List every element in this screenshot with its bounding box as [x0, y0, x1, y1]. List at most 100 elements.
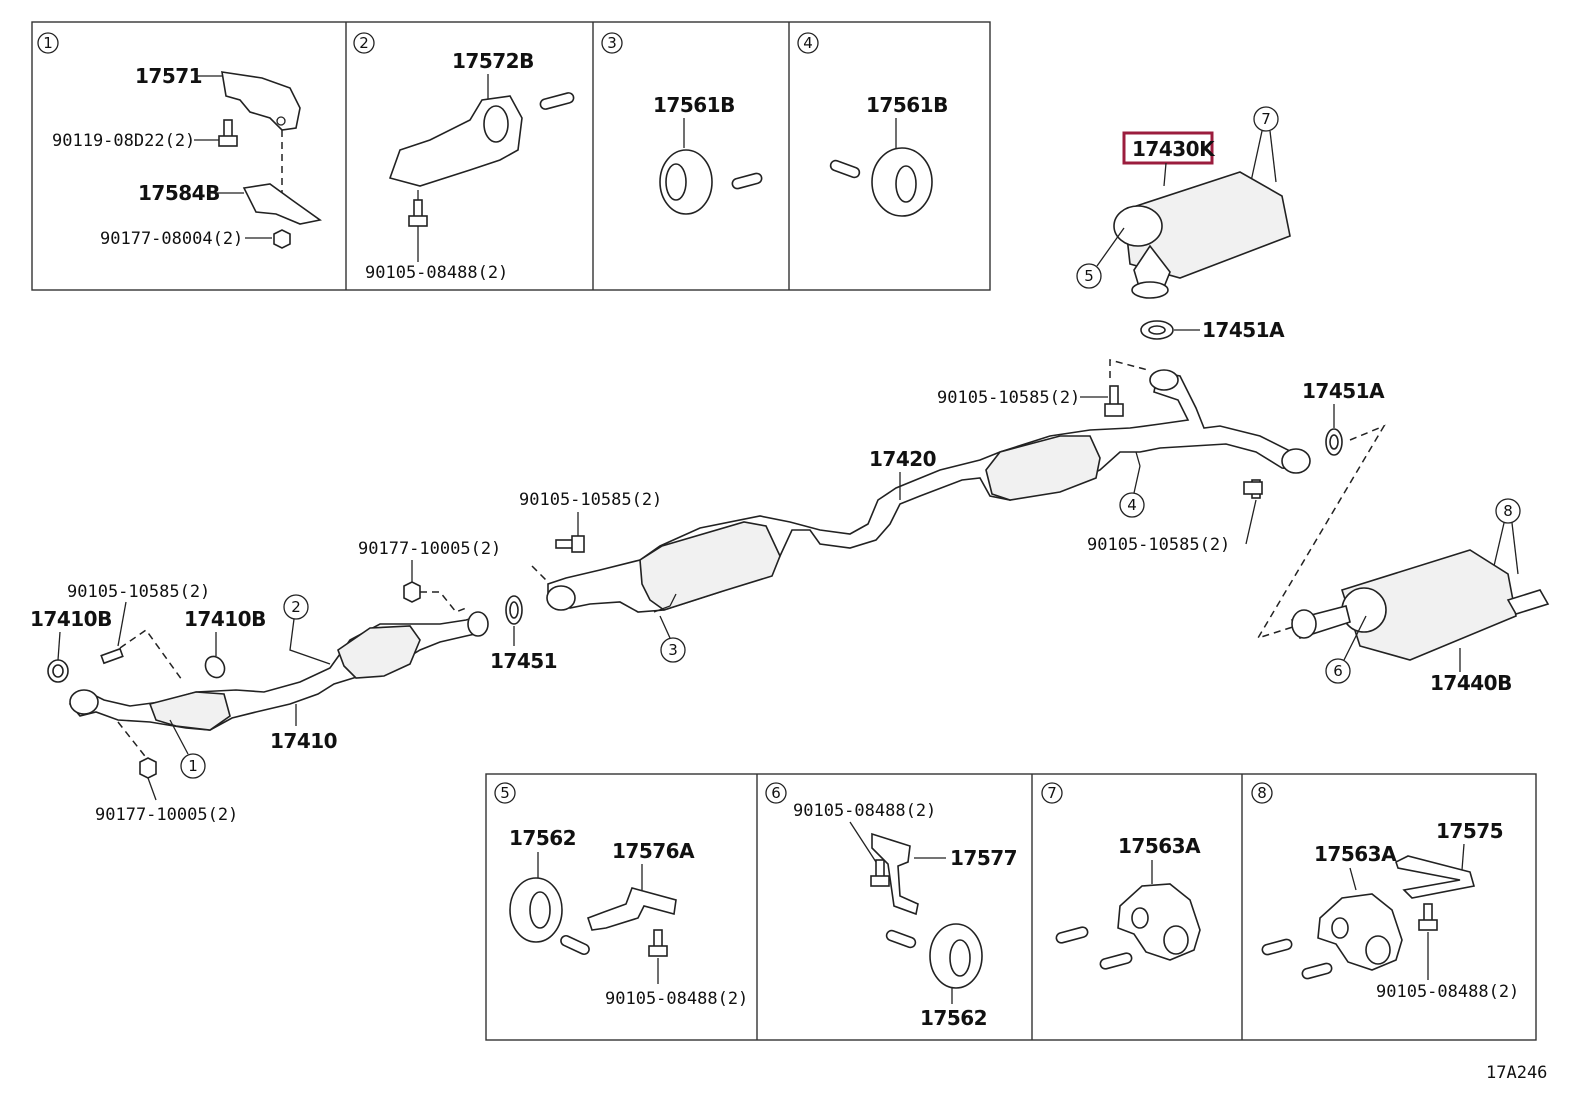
- rubber-hanger-hole: [895, 165, 917, 203]
- panel-4: 4 17561B: [797, 32, 948, 217]
- callout-badge: [1076, 263, 1102, 289]
- callout-number: 1: [188, 757, 198, 775]
- part-label[interactable]: 90105-10585(2): [67, 582, 210, 602]
- panel-2: 2 17572B 90105-08488(2): [353, 32, 575, 283]
- rubber-hanger-hole: [1331, 917, 1349, 939]
- part-label[interactable]: 90105-08488(2): [365, 263, 508, 283]
- bolt-head-icon: [218, 135, 238, 147]
- hanger-pin: [1099, 952, 1133, 970]
- hanger-pin: [731, 172, 763, 190]
- part-label[interactable]: 17576A: [612, 839, 696, 863]
- leader-line: [659, 615, 671, 639]
- leader-line: [1133, 465, 1141, 494]
- part-label[interactable]: 17410B: [184, 607, 266, 631]
- panel-number: 5: [500, 784, 510, 802]
- rubber-hanger-hole: [1131, 907, 1149, 929]
- nut-icon: [139, 757, 157, 779]
- callout-number: 8: [1503, 502, 1513, 520]
- part-label[interactable]: 17440B: [1430, 671, 1512, 695]
- leader-line: [1493, 522, 1505, 567]
- part-label[interactable]: 90119-08D22(2): [52, 131, 195, 151]
- part-label[interactable]: 17572B: [452, 49, 534, 73]
- rubber-hanger-block: [1117, 883, 1201, 961]
- part-label[interactable]: 17562: [920, 1006, 988, 1030]
- part-label-highlighted[interactable]: 17430K: [1132, 137, 1217, 161]
- muffler-end-cap: [1113, 205, 1163, 247]
- panel-row-bottom-frame: [485, 773, 1537, 1041]
- panel-number: 7: [1047, 784, 1057, 802]
- leader-line: [1349, 867, 1357, 891]
- bolt-icon: [1109, 385, 1119, 407]
- rubber-hanger-hole: [529, 891, 551, 929]
- front-catalyst: [337, 625, 421, 679]
- part-label[interactable]: 90105-10585(2): [519, 490, 662, 510]
- part-label[interactable]: 17584B: [138, 181, 220, 205]
- part-label[interactable]: 90177-08004(2): [100, 229, 243, 249]
- panel-7: 7 17563A: [1041, 782, 1202, 970]
- gasket-hole: [1148, 325, 1166, 335]
- pipe-flange: [546, 585, 576, 611]
- rubber-hanger-hole: [949, 939, 971, 977]
- part-label[interactable]: 17451A: [1302, 379, 1386, 403]
- part-label[interactable]: 90105-10585(2): [937, 388, 1080, 408]
- part-label[interactable]: 17563A: [1314, 842, 1398, 866]
- gasket-hole: [52, 664, 64, 678]
- rubber-hanger-hole: [1365, 935, 1391, 965]
- callout-number: 3: [668, 641, 678, 659]
- callout-badge: [1119, 492, 1145, 518]
- pipe-flange: [69, 689, 99, 715]
- part-label[interactable]: 90105-08488(2): [1376, 982, 1519, 1002]
- bolt-hole: [276, 116, 286, 126]
- leader-line: [169, 719, 189, 755]
- pipe-flange: [1149, 369, 1179, 391]
- hanger-pin: [829, 159, 861, 179]
- part-label[interactable]: 90177-10005(2): [95, 805, 238, 825]
- panel-group-bottom: [485, 773, 1537, 1041]
- part-label[interactable]: 17571: [135, 64, 203, 88]
- part-label[interactable]: 90105-08488(2): [793, 801, 936, 821]
- muffler-body: [1123, 171, 1291, 279]
- leader-line: [1249, 130, 1263, 187]
- highlight-box: [1122, 131, 1214, 165]
- leader-line: [1245, 499, 1257, 545]
- part-label[interactable]: 17451A: [1202, 318, 1286, 342]
- panel-number-badge: [765, 782, 787, 804]
- panel-number: 2: [359, 34, 369, 52]
- part-label[interactable]: 17577: [950, 846, 1018, 870]
- leader-line: [849, 821, 877, 863]
- leader-line: [147, 777, 157, 801]
- rubber-mount: [483, 105, 509, 143]
- part-label[interactable]: 17575: [1436, 819, 1504, 843]
- panel-1: 1 17571 90119-08D22(2) 17584B 90177-0800…: [37, 32, 322, 249]
- heat-insulator-bracket: [221, 71, 301, 131]
- leader-line: [1269, 130, 1277, 183]
- dashed-guide: [119, 628, 183, 681]
- hanger-pin: [1301, 962, 1333, 980]
- callout-number: 2: [291, 598, 301, 616]
- part-label[interactable]: 17561B: [866, 93, 948, 117]
- part-label[interactable]: 17420: [869, 447, 937, 471]
- tail-muffler-body: [1340, 549, 1517, 661]
- panel-6: 6 90105-08488(2) 17577 17562: [765, 782, 1018, 1030]
- part-label[interactable]: 17562: [509, 826, 577, 850]
- part-label[interactable]: 17410B: [30, 607, 112, 631]
- gasket-icon: [204, 655, 226, 679]
- hanger-pin: [1261, 938, 1293, 956]
- part-label[interactable]: 17563A: [1118, 834, 1202, 858]
- tail-muffler-end-cap: [1341, 587, 1387, 633]
- callout-badge: [180, 753, 206, 779]
- panel-8: 8 17563A 17575 90105-08488(2): [1251, 782, 1519, 1002]
- part-label[interactable]: 17410: [270, 729, 338, 753]
- panel-number-badge: [1251, 782, 1273, 804]
- front-pipe-body: [68, 615, 485, 731]
- part-label[interactable]: 17451: [490, 649, 558, 673]
- bolt-head-icon: [571, 535, 585, 553]
- part-label[interactable]: 17561B: [653, 93, 735, 117]
- part-label[interactable]: 90105-10585(2): [1087, 535, 1230, 555]
- part-label[interactable]: 90177-10005(2): [358, 539, 501, 559]
- part-label[interactable]: 90105-08488(2): [605, 989, 748, 1009]
- leader-line: [1461, 843, 1465, 871]
- dashed-guide: [1256, 424, 1386, 640]
- callout-badge: [1253, 106, 1279, 132]
